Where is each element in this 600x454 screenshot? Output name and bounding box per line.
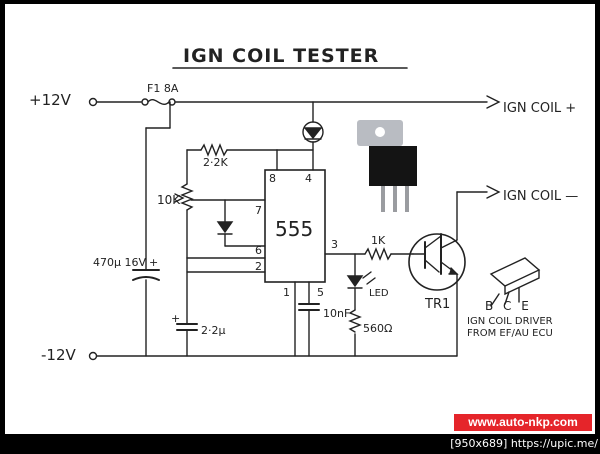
to220-photo [357, 120, 417, 212]
supply-negative-label: -12V [41, 346, 76, 364]
fuse-symbol [141, 98, 176, 106]
to220-sketch [489, 257, 541, 307]
pin-3: 3 [331, 238, 338, 251]
schematic-diagram: IGN COIL TESTER +12V F1 8A IGN COIL + [29, 45, 578, 364]
transistor-label: TR1 [424, 297, 450, 312]
capacitor-470uf: + [132, 256, 160, 281]
diagram-title: IGN COIL TESTER [183, 45, 379, 67]
resistor-2-2k [200, 143, 228, 157]
capacitor-10nf [298, 303, 320, 311]
ign-coil-positive-label: IGN COIL + [503, 101, 576, 116]
pin-5: 5 [317, 286, 324, 299]
capacitor-470uf-label: 470µ 16V [93, 256, 146, 269]
terminal-negative [88, 351, 98, 361]
arrow-ign-coil-neg [486, 185, 501, 199]
driver-note-box: IGN COIL DRIVER FROM EF/AU ECU [467, 316, 553, 339]
pin-7: 7 [255, 204, 262, 217]
resistor-560-label: 560Ω [363, 322, 392, 335]
diode-pin7 [216, 221, 234, 235]
pin-labels: B C E [485, 299, 532, 313]
led [346, 271, 376, 289]
pin-2: 2 [255, 260, 262, 273]
resistor-1k [364, 247, 392, 261]
resistor-2-2k-label: 2·2K [203, 156, 228, 169]
driver-note: IGN COIL DRIVER FROM EF/AU ECU [467, 316, 553, 339]
supply-positive-label: +12V [29, 91, 72, 109]
led-label: LED [369, 288, 389, 299]
potentiometer-10k [180, 183, 194, 211]
capacitor-2-2uf-label: 2·2µ [201, 324, 226, 337]
fuse-label: F1 8A [147, 82, 179, 95]
brand-banner: www.auto-nkp.com [454, 414, 592, 431]
resistor-1k-label: 1K [371, 234, 386, 247]
diode-top [302, 121, 324, 143]
svg-text:+: + [171, 312, 180, 325]
ign-coil-negative-label: IGN COIL — [503, 189, 578, 204]
potentiometer-10k-label: 10K [157, 193, 181, 207]
capacitor-2-2uf: + [171, 312, 198, 331]
pin-8: 8 [269, 172, 276, 185]
capacitor-10nf-label: 10nF [323, 307, 350, 320]
pin-4: 4 [305, 172, 312, 185]
pin-6: 6 [255, 244, 262, 257]
ic-555-label: 555 [275, 217, 313, 241]
svg-text:+: + [149, 256, 158, 269]
transistor-tr1 [408, 233, 466, 291]
image-source-caption: [950x689] https://upic.me/ [450, 437, 598, 450]
pin-1: 1 [283, 286, 290, 299]
resistor-560 [348, 309, 362, 333]
terminal-positive [88, 97, 98, 107]
arrow-ign-coil-pos [486, 95, 501, 109]
schematic-sheet: IGN COIL TESTER +12V F1 8A IGN COIL + [5, 4, 595, 434]
